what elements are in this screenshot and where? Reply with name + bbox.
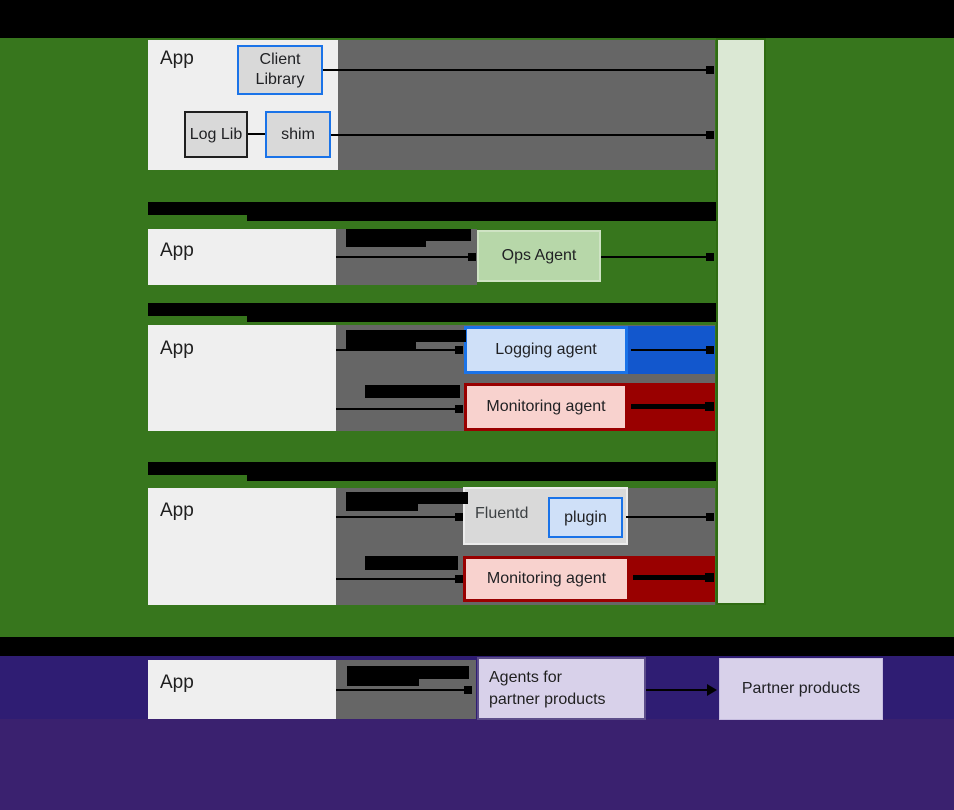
- agents-to-partner-arrow-head: [707, 684, 717, 696]
- redacted-label-row2: [346, 229, 471, 241]
- redacted-label-row3-metrics: [365, 385, 460, 398]
- fluentd-label: Fluentd: [475, 505, 529, 522]
- redacted-heading-row4: [148, 462, 716, 475]
- client-library-arrow-line: [323, 69, 706, 71]
- app-to-ops-arrow-line: [336, 256, 468, 258]
- app-to-fluentd-arrow-head: [455, 513, 463, 521]
- app-box-row3: [148, 325, 336, 431]
- partner-purple-region-bottom: [0, 719, 954, 810]
- log-lib-box: Log Lib: [184, 111, 248, 158]
- redacted-label-row3-logs-line2: [346, 342, 416, 349]
- app-to-partner-agents-arrow-head: [464, 686, 472, 694]
- redacted-heading-row3-line2: [247, 316, 716, 322]
- partner-agents-label-line2: partner products: [489, 691, 606, 708]
- monitoring-to-api-arrow-head-row4: [705, 573, 714, 582]
- redacted-label-row4-logs-line2: [346, 504, 418, 511]
- agents-to-partner-arrow-line: [646, 689, 707, 691]
- monitoring-agent-box-row3: Monitoring agent: [464, 383, 628, 431]
- shim-arrow-head: [706, 131, 714, 139]
- app-to-monitoring-arrow-line-row3: [336, 408, 455, 410]
- logging-agent-box: Logging agent: [464, 326, 628, 374]
- logging-to-api-arrow-line: [631, 349, 706, 351]
- app-box-row2: [148, 229, 336, 285]
- app-to-ops-arrow-head: [468, 253, 476, 261]
- partner-products-box: Partner products: [719, 658, 883, 720]
- fluentd-box: Fluentd plugin: [463, 487, 628, 545]
- app-to-logging-arrow-head: [455, 346, 463, 354]
- app-to-monitoring-arrow-head-row3: [455, 405, 463, 413]
- client-library-box: Client Library: [237, 45, 323, 95]
- app-label-row4: App: [160, 500, 194, 521]
- monitoring-agent-box-row4: Monitoring agent: [463, 556, 630, 602]
- redacted-heading-row2: [148, 202, 716, 215]
- plugin-to-api-arrow-head: [706, 513, 714, 521]
- redacted-label-row2-line2: [346, 241, 426, 247]
- app-to-partner-agents-arrow-line: [336, 689, 464, 691]
- monitoring-to-api-arrow-line-row4: [633, 575, 706, 580]
- redacted-label-row4-metrics: [365, 556, 458, 570]
- cloud-api-bar: [716, 38, 766, 605]
- monitoring-to-api-arrow-line-row3: [631, 404, 706, 409]
- plugin-box: plugin: [548, 497, 623, 538]
- app-label-row1: App: [160, 48, 194, 69]
- app-to-fluentd-arrow-line: [336, 516, 455, 518]
- redacted-label-row3-logs: [346, 330, 466, 342]
- app-box-row4: [148, 488, 336, 605]
- monitoring-to-api-arrow-head-row3: [705, 402, 714, 411]
- app-to-monitoring-arrow-head-row4: [455, 575, 463, 583]
- shim-arrow-line: [331, 134, 706, 136]
- client-library-arrow-head: [706, 66, 714, 74]
- vm-box-row1: [338, 40, 715, 170]
- redacted-label-partner: [347, 666, 469, 679]
- loglib-shim-connector: [248, 133, 265, 135]
- app-to-logging-arrow-line: [336, 349, 455, 351]
- partner-agents-label-line1: Agents for: [489, 669, 562, 686]
- app-to-monitoring-arrow-line-row4: [336, 578, 455, 580]
- redacted-heading-row2-line2: [247, 215, 716, 221]
- shim-box: shim: [265, 111, 331, 158]
- ops-agent-box: Ops Agent: [477, 230, 601, 282]
- app-label-row3: App: [160, 338, 194, 359]
- ops-to-api-arrow-line: [601, 256, 706, 258]
- app-label-row2: App: [160, 240, 194, 261]
- redacted-heading-row3: [148, 303, 716, 316]
- redacted-heading-row4-line2: [247, 475, 716, 481]
- app-label-partner: App: [160, 672, 194, 693]
- logging-to-api-arrow-head: [706, 346, 714, 354]
- redacted-label-row4-logs: [346, 492, 468, 504]
- ops-to-api-arrow-head: [706, 253, 714, 261]
- app-box-partner: [148, 660, 336, 719]
- redacted-label-partner-line2: [347, 679, 419, 686]
- plugin-to-api-arrow-line: [626, 516, 706, 518]
- partner-agents-box: Agents for partner products: [477, 657, 646, 720]
